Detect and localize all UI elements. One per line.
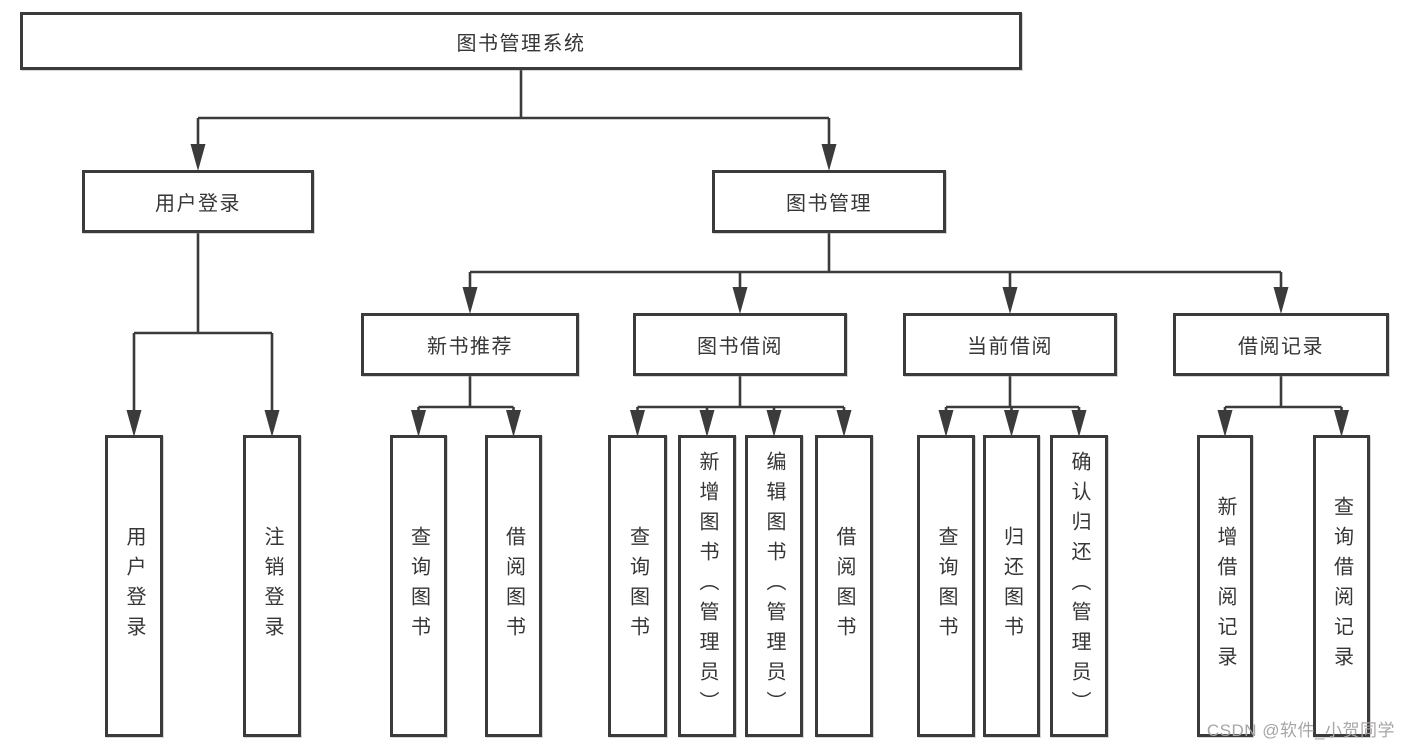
node-user-login: 用户登录 <box>82 170 314 233</box>
leaf-borrowing-edit-books-admin: 编辑图书（管理员） <box>745 435 803 737</box>
leaf-user-login: 用户登录 <box>105 435 163 737</box>
leaf-borrowing-add-books-admin: 新增图书（管理员） <box>678 435 736 737</box>
node-borrowing-records: 借阅记录 <box>1173 313 1389 376</box>
node-library-management-system: 图书管理系统 <box>20 12 1022 70</box>
csdn-watermark: CSDN @软件_小贺同学 <box>1206 721 1395 740</box>
leaf-borrowing-borrow-books: 借阅图书 <box>815 435 873 737</box>
leaf-records-add-borrow-record: 新增借阅记录 <box>1197 435 1253 737</box>
arrowheads <box>126 144 1349 437</box>
node-current-borrowing: 当前借阅 <box>903 313 1117 376</box>
leaf-current-query-books: 查询图书 <box>917 435 975 737</box>
leaf-logout-login: 注销登录 <box>243 435 301 737</box>
leaf-recommend-query-books: 查询图书 <box>390 435 447 737</box>
leaf-recommend-borrow-books: 借阅图书 <box>485 435 542 737</box>
node-book-management: 图书管理 <box>712 170 946 233</box>
node-new-book-recommendation: 新书推荐 <box>361 313 579 376</box>
leaf-records-query-borrow-record: 查询借阅记录 <box>1313 435 1370 737</box>
leaf-borrowing-query-books: 查询图书 <box>608 435 667 737</box>
leaf-current-confirm-return-admin: 确认归还（管理员） <box>1050 435 1108 737</box>
node-book-borrowing: 图书借阅 <box>633 313 847 376</box>
leaf-current-return-books: 归还图书 <box>983 435 1040 737</box>
